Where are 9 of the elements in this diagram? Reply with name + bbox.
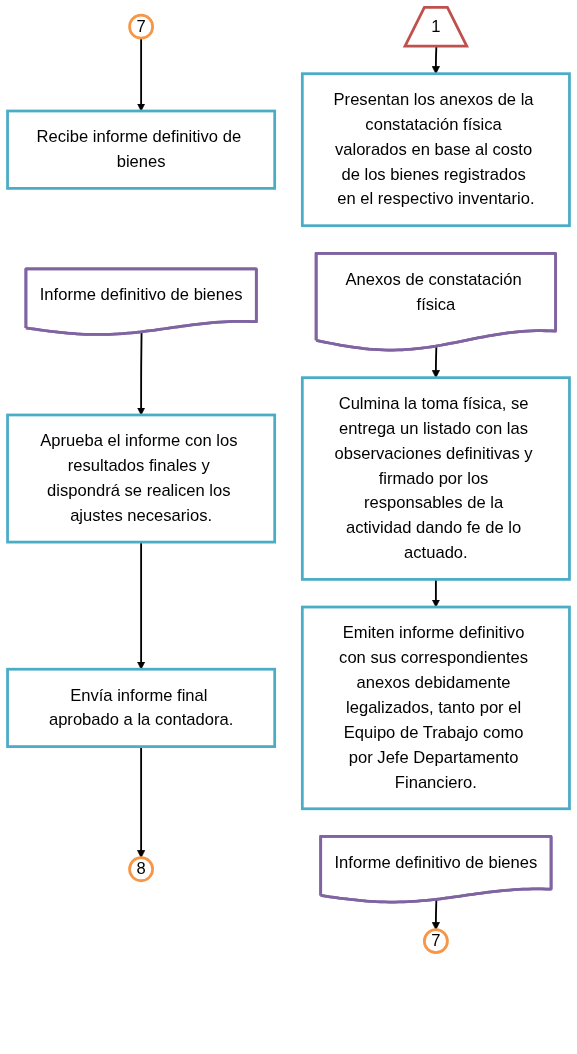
node-circle: 7	[128, 13, 154, 40]
node-box: Emiten informe definitivo con sus correspondientes anexos debidamente legalizados, tanto por el Equipo de Trabajo como por Jefe Departamento Financiero.	[300, 605, 571, 811]
node-box: Aprueba el informe con los resultados finales y dispondrá se realicen los ajustes necesarios.	[6, 413, 277, 544]
node-box: Envía informe final aprobado a la contadora.	[6, 667, 277, 748]
node-box: Recibe informe definitivo de bienes	[6, 109, 277, 190]
node-box: Culmina la toma física, se entrega un listado con las observaciones definitivas y firmado por los responsables de la actividad dando fe de lo actuado.	[300, 376, 571, 581]
node-circle: 8	[128, 856, 154, 883]
node-circle: 7	[423, 928, 449, 955]
node-box: Presentan los anexos de la constatación física valorados en base al costo de los bienes registrados en el respectivo inventario.	[300, 72, 571, 228]
